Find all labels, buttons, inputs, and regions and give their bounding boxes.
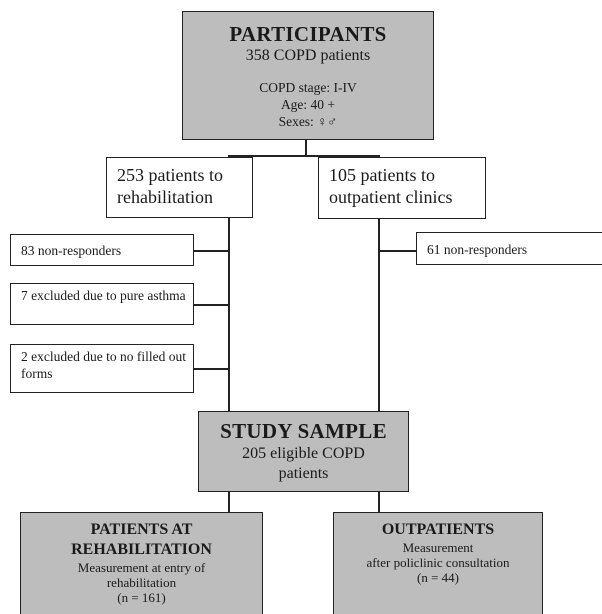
exclusion-box-1: 83 non-responders: [10, 234, 194, 266]
connector-sample-right-down: [378, 491, 380, 513]
connector-right-trunk: [378, 219, 380, 411]
participants-sexes: Sexes: ♀♂: [278, 113, 338, 129]
study-sample-box: STUDY SAMPLE 205 eligible COPD patients: [198, 411, 409, 492]
study-sample-title: STUDY SAMPLE: [220, 419, 387, 443]
participants-box: PARTICIPANTS 358 COPD patients COPD stag…: [182, 11, 434, 140]
outpatient-branch-box: 105 patients to outpatient clinics: [318, 157, 486, 219]
connector-participants-down: [305, 139, 307, 155]
exclusion-box-2: 7 excluded due to pure asthma: [10, 283, 194, 325]
rehabilitation-group-n: (n = 161): [117, 590, 166, 605]
outpatients-group-title: OUTPATIENTS: [381, 521, 495, 538]
outpatients-group-box: OUTPATIENTS Measurement after policlinic…: [333, 512, 543, 614]
exclusion-text-right: 61 non-responders: [427, 242, 528, 257]
outpatients-group-n: (n = 44): [417, 570, 459, 585]
participants-stage: COPD stage: I-IV: [259, 79, 357, 95]
rehabilitation-group-title-1: PATIENTS AT: [90, 521, 193, 538]
connector-exclusion-3: [193, 368, 229, 370]
study-sample-line-1: 205 eligible COPD: [242, 445, 365, 462]
participants-count: 358 COPD patients: [245, 46, 371, 64]
participants-title: PARTICIPANTS: [229, 21, 387, 46]
rehabilitation-group-box: PATIENTS AT REHABILITATION Measurement a…: [20, 512, 263, 614]
connector-left-trunk: [228, 217, 230, 411]
outpatients-group-desc-1: Measurement: [402, 540, 474, 555]
rehabilitation-branch-box: 253 patients to rehabilitation: [106, 157, 253, 218]
rehabilitation-group-title-2: REHABILITATION: [71, 541, 212, 558]
rehabilitation-branch-label: 253 patients to rehabilitation: [117, 165, 223, 207]
connector-sample-left-down: [228, 491, 230, 513]
connector-exclusion-1: [193, 250, 229, 252]
connector-exclusion-2: [193, 304, 229, 306]
rehabilitation-group-desc-2: rehabilitation: [106, 575, 177, 590]
exclusion-box-3: 2 excluded due to no filled out forms: [10, 344, 194, 393]
study-sample-line-2: patients: [278, 465, 329, 482]
exclusion-text-2: 7 excluded due to pure asthma: [21, 288, 186, 303]
exclusion-box-right: 61 non-responders: [416, 232, 602, 265]
connector-exclusion-right: [378, 250, 416, 252]
outpatients-group-desc-2: after policlinic consultation: [366, 555, 510, 570]
exclusion-text-1: 83 non-responders: [21, 243, 122, 258]
connector-branch-horizontal: [228, 155, 379, 157]
outpatient-branch-label: 105 patients to outpatient clinics: [329, 165, 453, 207]
rehabilitation-group-desc-1: Measurement at entry of: [77, 560, 206, 575]
participants-age: Age: 40 +: [280, 96, 336, 112]
exclusion-text-3: 2 excluded due to no filled out forms: [21, 349, 186, 381]
